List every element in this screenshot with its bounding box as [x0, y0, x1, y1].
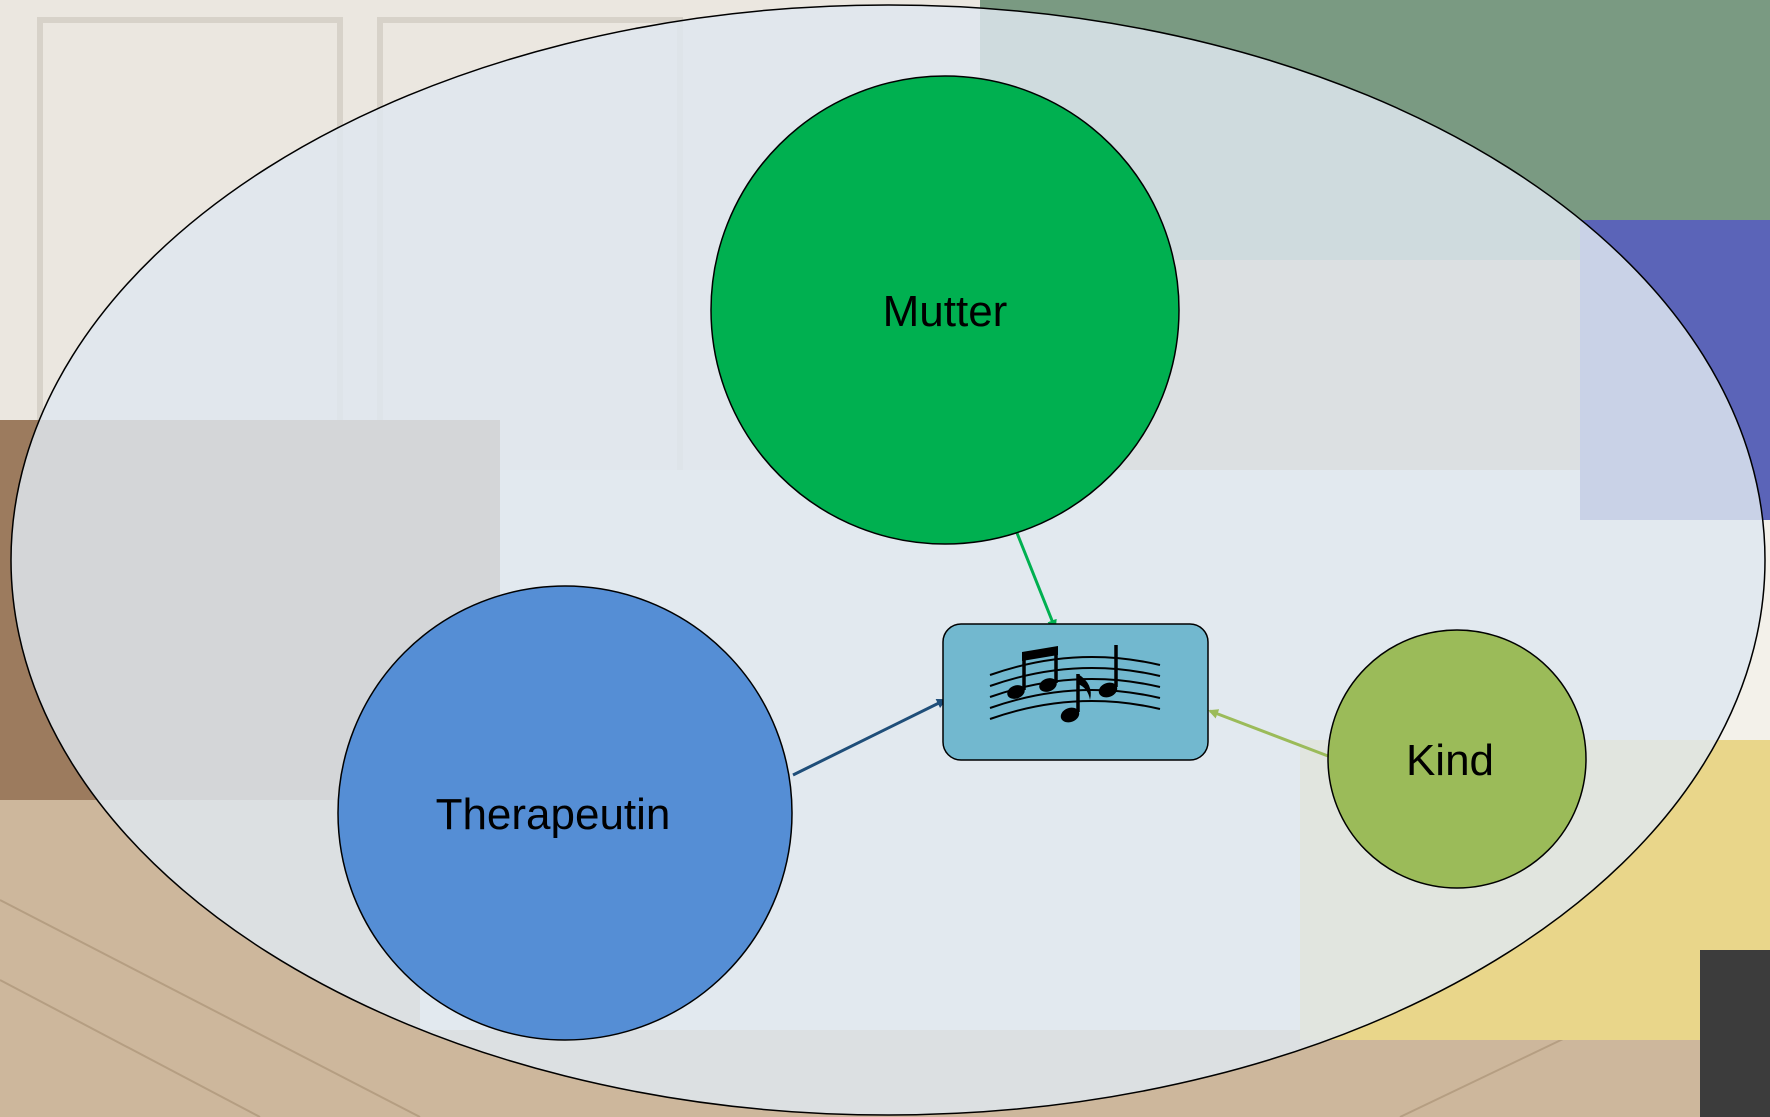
kind-label: Kind [1406, 736, 1494, 785]
kind-circle [1327, 629, 1587, 889]
node-music [942, 623, 1209, 761]
music-notes-icon [989, 645, 1161, 723]
music-box [942, 623, 1209, 761]
mutter-circle [710, 75, 1180, 545]
therapeutin-circle [337, 585, 793, 1041]
edge-mutter-to-music [1015, 532, 1057, 630]
mutter-label: Mutter [883, 287, 1008, 336]
node-therapeutin: Therapeutin [337, 585, 793, 1041]
therapeutin-label: Therapeutin [436, 790, 671, 839]
node-mutter: Mutter [710, 75, 1180, 545]
edge-kind-to-music [1208, 709, 1329, 758]
edge-therapeutin-to-music [792, 698, 947, 777]
node-kind: Kind [1327, 629, 1587, 889]
